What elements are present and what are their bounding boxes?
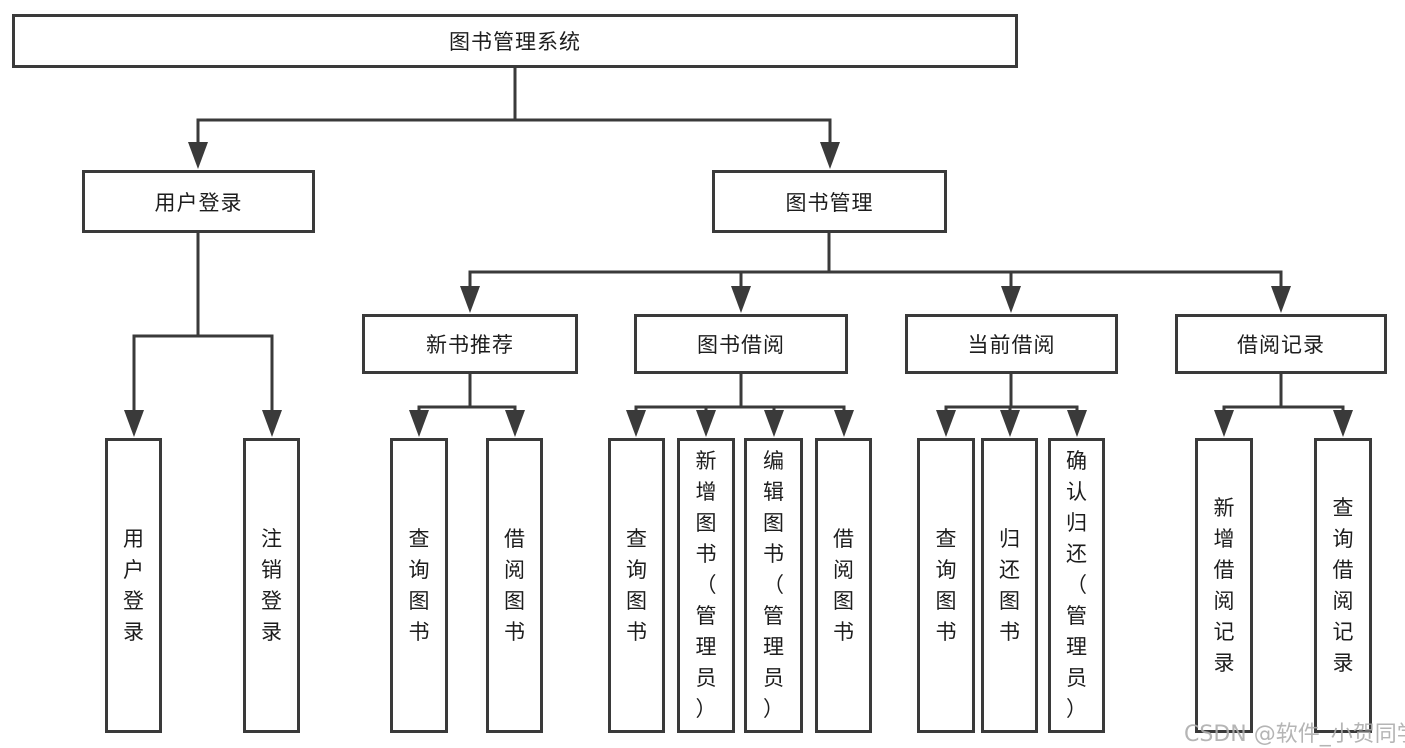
leaf-add-books-admin-label: 新 增 图 书 （ 管 理 员 ） bbox=[695, 449, 717, 721]
leaf-add-borrow-record: 新 增 借 阅 记 录 bbox=[1195, 438, 1253, 733]
leaf-borrow-books-recommend-label: 借 阅 图 书 bbox=[504, 526, 525, 644]
leaf-borrow-books-recommend: 借 阅 图 书 bbox=[486, 438, 543, 733]
node-user-login: 用户登录 bbox=[82, 170, 315, 233]
node-user-login-label: 用户登录 bbox=[154, 190, 243, 215]
connector-book-management-children bbox=[468, 231, 1283, 292]
leaf-query-books-current-label: 查 询 图 书 bbox=[935, 526, 957, 644]
node-current-borrow-label: 当前借阅 bbox=[967, 333, 1056, 357]
connector-user-login-children bbox=[132, 231, 274, 416]
leaf-borrow-books-label: 借 阅 图 书 bbox=[833, 526, 854, 644]
node-borrow-records-label: 借阅记录 bbox=[1237, 333, 1325, 357]
node-current-borrow: 当前借阅 bbox=[905, 314, 1118, 374]
leaf-add-borrow-record-label: 新 增 借 阅 记 录 bbox=[1213, 495, 1235, 675]
leaf-query-borrow-record: 查 询 借 阅 记 录 bbox=[1314, 438, 1372, 733]
leaf-query-books-recommend: 查 询 图 书 bbox=[390, 438, 448, 733]
leaf-return-books-label: 归 还 图 书 bbox=[999, 526, 1020, 644]
connector-root-to-level2 bbox=[196, 66, 832, 148]
connector-current-borrow-children bbox=[944, 372, 1079, 416]
leaf-query-books-recommend-label: 查 询 图 书 bbox=[408, 526, 430, 644]
leaf-query-books-current: 查 询 图 书 bbox=[917, 438, 975, 733]
node-root-label: 图书管理系统 bbox=[449, 30, 581, 54]
connector-new-book-children bbox=[417, 372, 517, 416]
node-book-borrow: 图书借阅 bbox=[634, 314, 848, 374]
node-new-book-recommend-label: 新书推荐 bbox=[426, 333, 514, 357]
connector-borrow-records-children bbox=[1222, 372, 1345, 416]
node-new-book-recommend: 新书推荐 bbox=[362, 314, 578, 374]
leaf-add-books-admin: 新 增 图 书 （ 管 理 员 ） bbox=[677, 438, 735, 733]
leaf-query-books-borrow: 查 询 图 书 bbox=[608, 438, 665, 733]
leaf-user-login-label: 用 户 登 录 bbox=[123, 526, 144, 644]
leaf-confirm-return-admin-label: 确 认 归 还 （ 管 理 员 ） bbox=[1066, 449, 1087, 721]
connector-book-borrow-children bbox=[634, 372, 846, 416]
leaf-edit-books-admin-label: 编 辑 图 书 （ 管 理 员 ） bbox=[763, 449, 784, 721]
node-book-management-label: 图书管理 bbox=[785, 190, 874, 215]
node-root: 图书管理系统 bbox=[12, 14, 1018, 68]
leaf-query-books-borrow-label: 查 询 图 书 bbox=[626, 526, 647, 644]
node-book-management: 图书管理 bbox=[712, 170, 947, 233]
leaf-edit-books-admin: 编 辑 图 书 （ 管 理 员 ） bbox=[744, 438, 803, 733]
node-book-borrow-label: 图书借阅 bbox=[697, 333, 785, 357]
node-borrow-records: 借阅记录 bbox=[1175, 314, 1387, 374]
leaf-logout-label: 注 销 登 录 bbox=[261, 526, 282, 644]
leaf-borrow-books: 借 阅 图 书 bbox=[815, 438, 872, 733]
csdn-watermark: CSDN @软件_小贺同学 bbox=[1184, 722, 1405, 747]
leaf-query-borrow-record-label: 查 询 借 阅 记 录 bbox=[1332, 495, 1354, 675]
leaf-return-books: 归 还 图 书 bbox=[981, 438, 1038, 733]
leaf-logout: 注 销 登 录 bbox=[243, 438, 300, 733]
leaf-user-login: 用 户 登 录 bbox=[105, 438, 162, 733]
leaf-confirm-return-admin: 确 认 归 还 （ 管 理 员 ） bbox=[1048, 438, 1105, 733]
arrowheads bbox=[124, 142, 1353, 437]
